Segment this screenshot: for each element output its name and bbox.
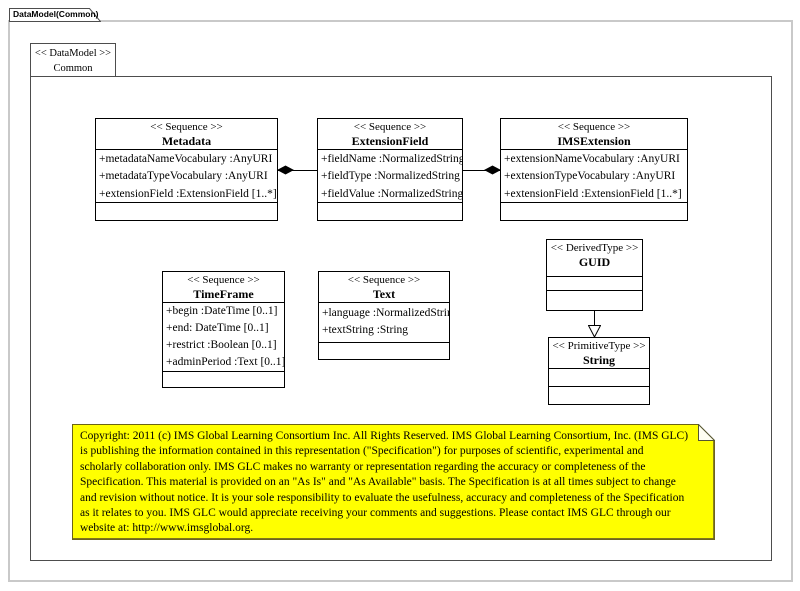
attribute-row: +end: DateTime [0..1]: [166, 322, 269, 335]
class-metadata-title: << Sequence >> Metadata: [96, 119, 277, 150]
class-string-stereotype: << PrimitiveType >>: [552, 340, 646, 352]
class-extensionfield-title: << Sequence >> ExtensionField: [318, 119, 462, 150]
class-extensionfield-stereotype: << Sequence >>: [353, 121, 427, 133]
class-metadata-name: Metadata: [161, 134, 212, 148]
attribute-row: +extensionTypeVocabulary :AnyURI: [504, 170, 676, 183]
attribute-row: +metadataTypeVocabulary :AnyURI: [99, 170, 268, 183]
diagram-tab[interactable]: DataModel(Common): [9, 8, 101, 22]
package-heading[interactable]: << DataModel >> Common: [30, 43, 116, 77]
class-string[interactable]: << PrimitiveType >> String: [548, 337, 650, 405]
class-string-name: String: [582, 353, 615, 367]
generalization-triangle-icon: [588, 325, 601, 338]
note-line: and revision without notice. It is your …: [80, 491, 685, 504]
copyright-note[interactable]: Copyright: 2011 (c) IMS Global Learning …: [72, 424, 715, 540]
class-timeframe[interactable]: << Sequence >> TimeFrame +begin :DateTim…: [162, 271, 285, 388]
class-text-attributes: +language :NormalizedString +textString …: [319, 303, 449, 343]
attribute-row: +adminPeriod :Text [0..1]: [166, 356, 284, 369]
class-timeframe-operations-empty: [163, 372, 284, 387]
class-timeframe-stereotype: << Sequence >>: [187, 274, 260, 286]
class-text-operations-empty: [319, 343, 449, 359]
class-imsextension-attributes: +extensionNameVocabulary :AnyURI +extens…: [501, 150, 687, 203]
package-name: Common: [53, 63, 93, 74]
note-line: as it relates to you. IMS GLC would appr…: [80, 507, 671, 520]
composition-connector-metadata-extensionfield[interactable]: [278, 170, 317, 171]
class-string-operations-empty: [549, 387, 649, 404]
class-timeframe-title: << Sequence >> TimeFrame: [163, 272, 284, 303]
class-text-stereotype: << Sequence >>: [347, 274, 421, 286]
attribute-row: +restrict :Boolean [0..1]: [166, 339, 277, 352]
attribute-row: +extensionField :ExtensionField [1..*]: [504, 187, 682, 200]
class-guid-stereotype: << DerivedType >>: [550, 242, 639, 254]
note-line: is publishing the information contained …: [80, 445, 644, 458]
note-line: website at: http://www.imsglobal.org.: [80, 522, 254, 535]
class-metadata-attributes: +metadataNameVocabulary :AnyURI +metadat…: [96, 150, 277, 203]
generalization-connector-guid-string[interactable]: [594, 311, 595, 326]
class-imsextension-stereotype: << Sequence >>: [557, 121, 631, 133]
class-timeframe-name: TimeFrame: [193, 287, 254, 301]
attribute-row: +fieldValue :NormalizedString: [321, 187, 462, 200]
class-text-name: Text: [372, 287, 396, 301]
attribute-row: +language :NormalizedString: [322, 307, 449, 319]
attribute-row: +fieldType :NormalizedString: [321, 170, 460, 183]
class-metadata-operations-empty: [96, 203, 277, 220]
class-extensionfield[interactable]: << Sequence >> ExtensionField +fieldName…: [317, 118, 463, 221]
class-timeframe-attributes: +begin :DateTime [0..1] +end: DateTime […: [163, 303, 284, 372]
class-guid-operations-empty: [547, 291, 642, 310]
class-text-title: << Sequence >> Text: [319, 272, 449, 303]
class-guid-attributes-empty: [547, 277, 642, 291]
class-guid-name: GUID: [578, 255, 611, 269]
attribute-row: +metadataNameVocabulary :AnyURI: [99, 153, 273, 165]
diagram-tab-label: DataModel(Common): [13, 9, 99, 19]
class-extensionfield-name: ExtensionField: [351, 134, 429, 148]
attribute-row: +extensionField :ExtensionField [1..*]: [99, 187, 277, 200]
class-guid[interactable]: << DerivedType >> GUID: [546, 239, 643, 311]
class-imsextension[interactable]: << Sequence >> IMSExtension +extensionNa…: [500, 118, 688, 221]
class-guid-title: << DerivedType >> GUID: [547, 240, 642, 277]
composition-diamond-icon: [484, 165, 501, 175]
attribute-row: +textString :String: [322, 324, 409, 337]
class-metadata-stereotype: << Sequence >>: [150, 121, 223, 133]
copyright-note-text: Copyright: 2011 (c) IMS Global Learning …: [80, 429, 709, 537]
class-string-attributes-empty: [549, 369, 649, 387]
note-line: Specification. This material is provided…: [80, 476, 676, 489]
class-imsextension-title: << Sequence >> IMSExtension: [501, 119, 687, 150]
note-line: scholarly collaboration only. IMS GLC ma…: [80, 460, 646, 473]
class-text[interactable]: << Sequence >> Text +language :Normalize…: [318, 271, 450, 360]
note-shape: [72, 424, 715, 540]
attribute-row: +fieldName :NormalizedString: [321, 153, 462, 165]
composition-connector-extensionfield-imsextension[interactable]: [463, 170, 500, 171]
class-metadata[interactable]: << Sequence >> Metadata +metadataNameVoc…: [95, 118, 278, 221]
note-line: Copyright: 2011 (c) IMS Global Learning …: [80, 430, 689, 442]
class-imsextension-operations-empty: [501, 203, 687, 220]
class-extensionfield-attributes: +fieldName :NormalizedString +fieldType …: [318, 150, 462, 203]
diagram-tab-shape: [9, 8, 101, 22]
class-string-title: << PrimitiveType >> String: [549, 338, 649, 369]
attribute-row: +begin :DateTime [0..1]: [166, 305, 278, 317]
note-fold-corner-icon: [698, 424, 715, 441]
package-stereotype: << DataModel >>: [34, 48, 112, 59]
class-imsextension-name: IMSExtension: [557, 134, 631, 148]
class-extensionfield-operations-empty: [318, 203, 462, 220]
composition-diamond-icon: [277, 165, 294, 175]
attribute-row: +extensionNameVocabulary :AnyURI: [504, 153, 680, 165]
